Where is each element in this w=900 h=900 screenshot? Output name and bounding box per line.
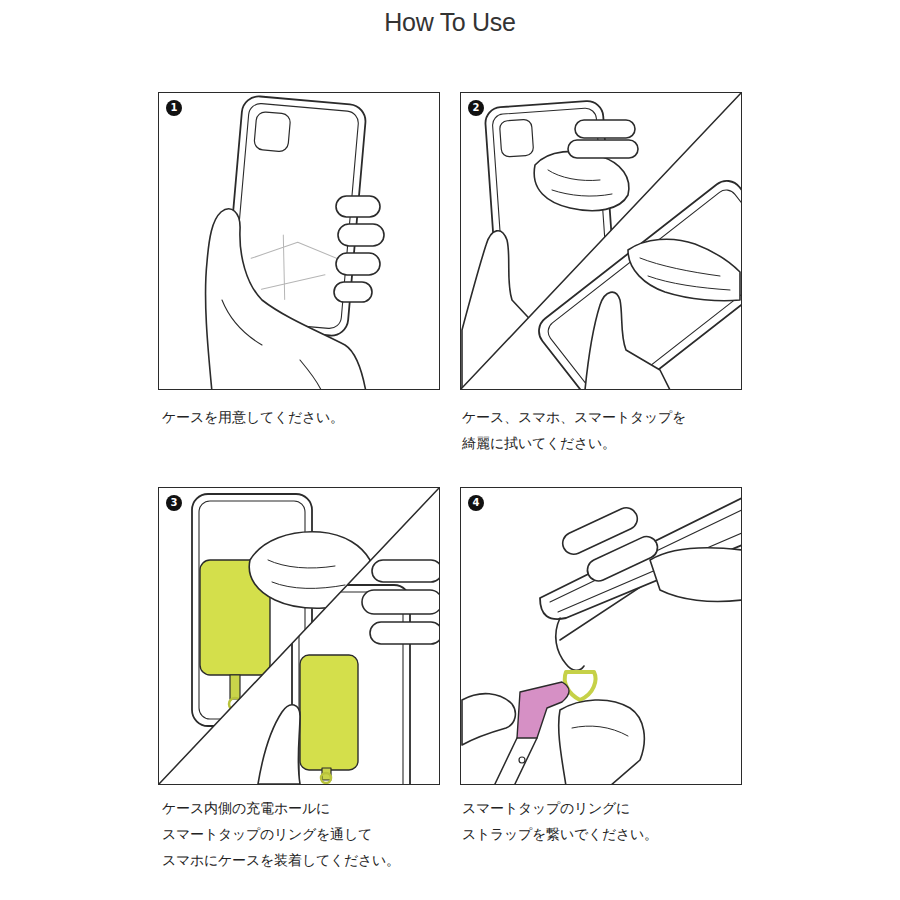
step-number: 1 [171,103,178,113]
step-caption: ケース内側の充電ホールに スマートタップのリングを通して スマホにケースを装着し… [162,795,408,873]
step-number-badge: 4 [468,495,484,511]
step-number: 4 [473,498,480,508]
page-title: How To Use [0,8,900,37]
step-panel: 2 [460,92,742,390]
step-number: 3 [171,498,178,508]
mounting-case [258,560,442,817]
step-number-badge: 1 [166,100,182,116]
step-number-badge: 2 [468,100,484,116]
wiping-phone [533,174,798,415]
step-caption: ケース、スマホ、スマートタップを 綺麗に拭いてください。 [462,404,694,456]
step-caption: スマートタップのリングに ストラップを繋いでください。 [462,795,666,847]
step-caption: ケースを用意してください。 [162,404,344,430]
attaching-strap [462,498,741,784]
step-panel: 3 [158,487,440,785]
step-panel: 4 [460,487,742,785]
hand-holding-case [206,95,384,389]
step-number-badge: 3 [166,495,182,511]
step-number: 2 [473,103,480,113]
step-panel: 1 [158,92,440,390]
